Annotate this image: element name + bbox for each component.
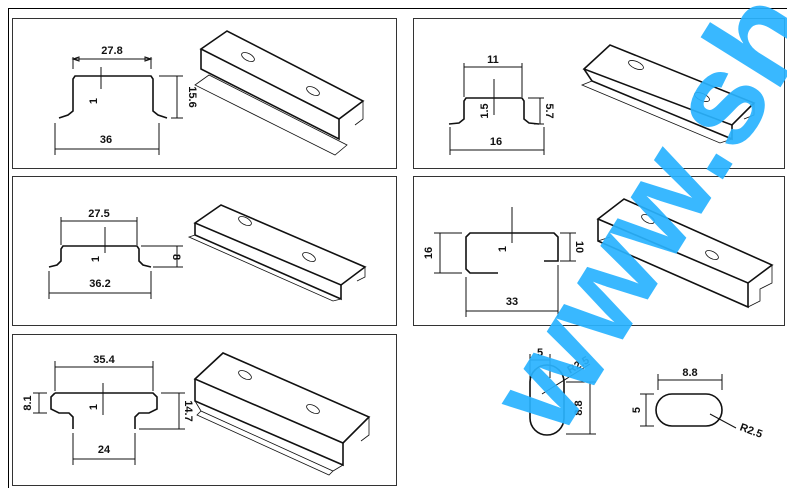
dim-top-width: 27.5 [88,208,109,220]
slot-h-height: 5 [631,407,643,413]
panel-profile-4: 1 16 10 33 [413,176,785,326]
slot-drawing: 5 R2.5 8.8 8.8 5 R2.5 [529,347,764,441]
dim-thickness: 1 [88,404,100,410]
dim-top-width: 35.4 [93,354,115,366]
dim-height: 16 [423,247,435,259]
dim-thickness: 1.5 [479,103,491,118]
dim-flange: 8.1 [22,395,34,410]
dim-height: 5.7 [543,103,555,118]
profile-drawing-4: 1 16 10 33 [423,198,774,317]
profile-drawing-1: 27.8 1 15.6 36 [54,30,365,156]
rail-isometric-4 [596,198,774,309]
panel-profile-5: 35.4 1 8.1 14.7 24 [12,334,397,486]
dim-thickness: 1 [88,98,100,104]
drawing-frame [8,8,787,488]
panel-profile-1: 27.8 1 15.6 36 [12,18,397,169]
dim-bottom-width: 33 [506,296,518,308]
dim-top-width: 11 [487,54,499,66]
dim-bottom-width: 16 [490,136,502,148]
dim-height: 15.6 [186,86,198,107]
slot-h-width: 8.8 [682,367,697,379]
slot-details: 5 R2.5 8.8 8.8 5 R2.5 [400,330,785,486]
dim-top-width: 27.8 [101,45,122,57]
rail-isometric-3 [187,204,367,302]
dim-bottom-width: 36 [100,134,112,146]
slot-v-radius: R2.5 [565,354,591,376]
dim-thickness: 1 [90,256,102,262]
slot-h-radius: R2.5 [738,422,764,441]
slot-v-width: 5 [537,347,543,359]
profile-drawing-5: 35.4 1 8.1 14.7 24 [22,352,371,476]
dim-height: 14.7 [182,400,194,421]
slot-v-height: 8.8 [573,400,585,415]
rail-isometric-1 [194,30,365,156]
panel-profile-3: 27.5 1 8 36.2 [12,176,397,326]
dim-height: 8 [170,254,182,260]
dim-bottom-width: 36.2 [89,278,110,290]
profile-drawing-2: 11 1.5 5.7 16 [448,44,756,155]
dim-thickness: 1 [497,246,509,252]
rail-isometric-5 [193,352,371,476]
rail-isometric-2 [580,44,756,144]
panel-profile-2: 11 1.5 5.7 16 [413,18,785,169]
dim-lip-height: 10 [573,241,585,253]
profile-drawing-3: 27.5 1 8 36.2 [48,204,367,302]
dim-bottom-width: 24 [98,444,111,456]
